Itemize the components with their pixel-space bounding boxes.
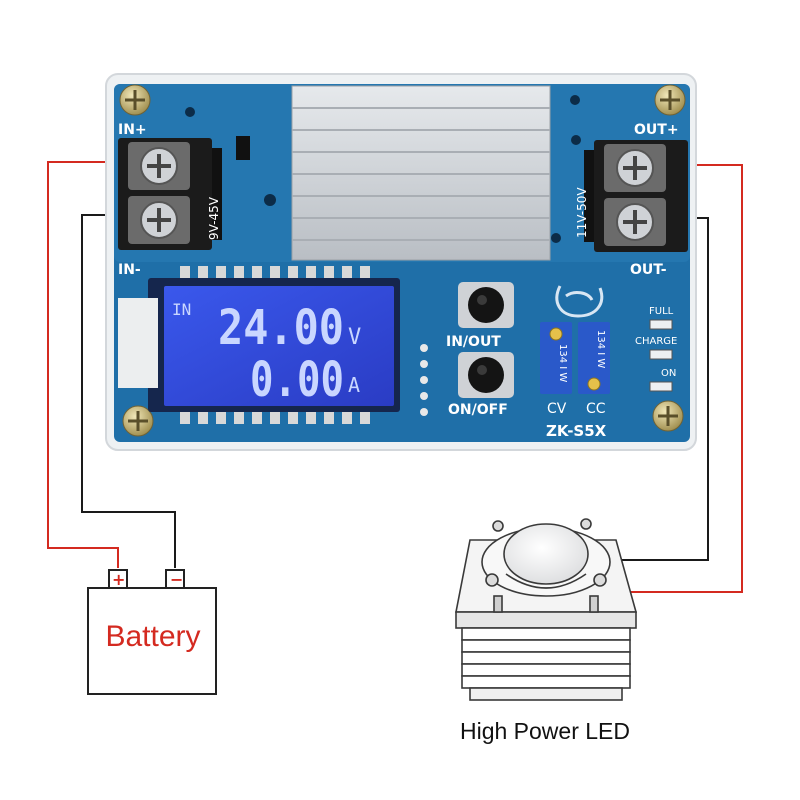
battery-negative-terminal — [165, 569, 185, 589]
led-on-indicator — [649, 381, 673, 392]
cv-potentiometer[interactable]: 134 I W — [540, 322, 572, 394]
battery-minus-symbol: − — [170, 570, 183, 589]
cc-potentiometer[interactable]: 134 I W — [578, 322, 610, 394]
cv-label: CV — [547, 401, 567, 417]
battery: + − — [87, 569, 217, 695]
cc-label: CC — [586, 401, 606, 417]
led-caption: High Power LED — [459, 718, 631, 744]
led-charge-indicator — [649, 349, 673, 360]
battery-label: Battery — [105, 620, 201, 653]
battery-positive-terminal — [108, 569, 128, 589]
led-full-indicator — [649, 319, 673, 330]
cc-potentiometer-code: 134 I W — [595, 330, 606, 368]
wire-battery-positive — [47, 161, 122, 568]
led-on-label: ON — [661, 368, 676, 379]
corner-screws — [119, 84, 686, 437]
led-full-label: FULL — [649, 306, 674, 317]
lcd-voltage-value: 24.00 — [218, 300, 344, 356]
in-out-button[interactable] — [458, 282, 514, 328]
battery-body — [87, 587, 217, 695]
indicator-dots — [420, 344, 428, 416]
lcd-mode-indicator: IN — [172, 300, 191, 319]
label-out-minus: OUT- — [630, 262, 667, 278]
label-out-plus: OUT+ — [634, 122, 679, 138]
brand-logo-icon — [555, 285, 604, 318]
model-label: ZK-S5X — [546, 422, 607, 440]
wire-battery-negative — [81, 214, 176, 568]
lcd-display: IN 24.00 V 0.00 A — [118, 278, 400, 412]
wires — [47, 161, 743, 593]
on-off-button-label: ON/OFF — [448, 402, 508, 418]
converter-module: IN+ IN- OUT+ OUT- 9V-45V 11V-50V IN — [105, 73, 697, 451]
label-input-range: 9V-45V — [207, 196, 221, 240]
lcd-current-unit: A — [348, 373, 360, 397]
lcd-pins — [180, 266, 370, 424]
in-out-button-label: IN/OUT — [446, 334, 501, 350]
wire-led-positive — [628, 164, 743, 593]
label-in-minus: IN- — [118, 262, 141, 278]
input-terminal-block[interactable] — [118, 138, 222, 250]
capacitor — [236, 136, 250, 160]
battery-plus-symbol: + — [112, 570, 125, 589]
lcd-current-value: 0.00 — [250, 352, 344, 408]
high-power-led — [455, 518, 638, 701]
label-output-range: 11V-50V — [575, 187, 589, 238]
led-charge-label: CHARGE — [635, 336, 677, 347]
heatsink — [291, 85, 551, 261]
on-off-button[interactable] — [458, 352, 514, 398]
cv-potentiometer-code: 134 I W — [557, 344, 568, 382]
label-in-plus: IN+ — [118, 122, 147, 138]
output-terminal-block[interactable] — [584, 140, 688, 252]
wire-led-negative — [610, 217, 709, 561]
lcd-voltage-unit: V — [348, 325, 361, 350]
